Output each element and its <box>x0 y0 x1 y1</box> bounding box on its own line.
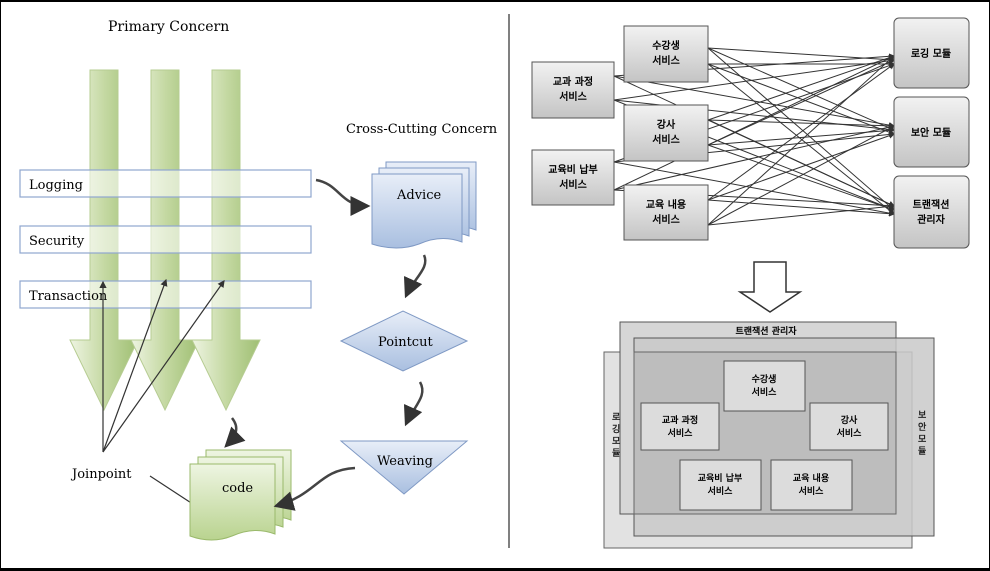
joinpoint-label: Joinpoint <box>70 467 132 482</box>
logging-to-advice-curve <box>315 178 371 216</box>
before-module-transaction: 트랜잭션 관리자 <box>893 175 970 249</box>
pointcut-diamond: Pointcut <box>339 310 469 372</box>
after-left-label-char-3: 모 <box>612 436 621 447</box>
before-service-student-line2: 서비스 <box>652 54 680 67</box>
after-service-instructor: 강사 서비스 <box>809 402 889 451</box>
after-service-instructor-line1: 강사 <box>841 414 858 426</box>
code-document-stack: code <box>189 449 292 541</box>
after-service-curriculum: 교과 과정 서비스 <box>640 402 720 451</box>
before-connections <box>613 47 895 226</box>
transaction-label: Transaction <box>29 289 108 304</box>
security-label: Security <box>29 234 85 249</box>
after-service-content-line2: 서비스 <box>799 485 825 497</box>
advice-label: Advice <box>396 188 441 203</box>
before-connection-line <box>613 57 895 101</box>
after-right-label-char-1: 보 <box>918 410 927 421</box>
before-connection-line <box>613 161 895 217</box>
code-entry-curve <box>224 417 246 448</box>
before-module-security-label: 보안 모듈 <box>911 126 951 139</box>
after-service-tuition-line1: 교육비 납부 <box>698 472 743 484</box>
after-service-student-line2: 서비스 <box>752 386 778 398</box>
before-connection-line <box>707 119 895 207</box>
before-connection-line <box>707 55 895 226</box>
after-service-tuition: 교육비 납부 서비스 <box>679 459 762 511</box>
transaction-bar: Transaction <box>19 280 312 309</box>
before-service-tuition-line2: 서비스 <box>559 178 587 191</box>
before-connection-line <box>707 47 895 131</box>
advice-to-pointcut-curve <box>403 254 427 299</box>
after-service-content-line1: 교육 내용 <box>793 472 829 484</box>
after-right-vertical-label: 보 안 모 듈 <box>918 410 927 457</box>
before-module-logging-label: 로깅 모듈 <box>911 47 951 60</box>
before-connection-line <box>707 47 895 211</box>
after-service-student-line1: 수강생 <box>752 373 777 385</box>
after-left-label-char-2: 깅 <box>612 424 620 435</box>
after-right-label-char-3: 모 <box>918 434 927 445</box>
after-left-label-char-4: 듈 <box>612 448 620 459</box>
before-service-student: 수강생 서비스 <box>623 25 709 83</box>
before-connection-line <box>707 125 895 226</box>
before-connection-line <box>707 47 895 63</box>
before-connection-line <box>707 132 895 201</box>
weaving-triangle: Weaving <box>339 440 469 495</box>
after-service-student: 수강생 서비스 <box>723 360 806 412</box>
before-service-instructor: 강사 서비스 <box>623 104 709 162</box>
before-service-content-line1: 교육 내용 <box>646 198 686 211</box>
before-service-content: 교육 내용 서비스 <box>623 184 709 241</box>
before-service-instructor-line2: 서비스 <box>652 133 680 146</box>
before-connection-line <box>707 59 895 146</box>
before-service-curriculum: 교과 과정 서비스 <box>531 61 615 119</box>
before-connection-line <box>707 54 895 121</box>
before-connection-line <box>707 199 895 217</box>
pointcut-to-weaving-curve <box>403 381 424 427</box>
before-connection-line <box>707 63 895 136</box>
before-service-student-line1: 수강생 <box>652 39 680 52</box>
weaving-to-code-curve <box>273 466 356 511</box>
before-connection-line <box>707 63 895 201</box>
before-module-logging: 로깅 모듈 <box>893 17 970 89</box>
before-connection-line <box>613 124 895 191</box>
before-connection-line <box>707 203 895 226</box>
before-service-tuition-line1: 교육비 납부 <box>548 163 597 176</box>
before-service-curriculum-line2: 서비스 <box>559 90 587 103</box>
before-connection-line <box>707 63 895 215</box>
before-module-transaction-line1: 트랜잭션 <box>913 198 950 211</box>
before-connection-line <box>707 119 895 129</box>
cross-cutting-title: Cross-Cutting Concern <box>346 122 498 137</box>
before-module-security: 보안 모듈 <box>893 96 970 168</box>
after-left-vertical-label: 로 깅 모 듈 <box>612 412 621 459</box>
transform-down-arrow <box>737 261 803 313</box>
after-transaction-label: 트랜잭션 관리자 <box>735 325 797 337</box>
before-connection-line <box>707 144 895 212</box>
after-service-content: 교육 내용 서비스 <box>770 459 853 511</box>
after-service-tuition-line2: 서비스 <box>708 485 734 497</box>
before-connection-line <box>707 127 895 146</box>
before-service-instructor-line1: 강사 <box>657 118 676 131</box>
after-service-instructor-line2: 서비스 <box>837 427 863 439</box>
primary-concern-title: Primary Concern <box>108 19 229 35</box>
logging-bar: Logging <box>19 169 312 198</box>
code-label: code <box>222 481 253 496</box>
before-module-transaction-line2: 관리자 <box>917 213 945 226</box>
after-right-label-char-4: 듈 <box>918 446 926 457</box>
advice-document-stack: Advice <box>371 161 477 249</box>
after-service-curriculum-line1: 교과 과정 <box>662 414 698 426</box>
before-service-content-line2: 서비스 <box>652 213 680 226</box>
logging-label: Logging <box>29 178 83 193</box>
after-left-label-char-1: 로 <box>612 412 621 423</box>
security-bar: Security <box>19 225 312 254</box>
pointcut-label: Pointcut <box>378 335 433 350</box>
after-diagram: 트랜잭션 관리자 로 깅 모 듈 보 안 모 듈 수강생 서비스 교과 과정 서… <box>603 321 935 549</box>
after-right-label-char-2: 안 <box>918 422 927 433</box>
before-service-tuition: 교육비 납부 서비스 <box>531 149 615 206</box>
before-connection-line <box>613 55 895 191</box>
before-service-curriculum-line1: 교과 과정 <box>553 75 593 88</box>
after-service-curriculum-line2: 서비스 <box>668 427 694 439</box>
weaving-label: Weaving <box>377 454 433 469</box>
